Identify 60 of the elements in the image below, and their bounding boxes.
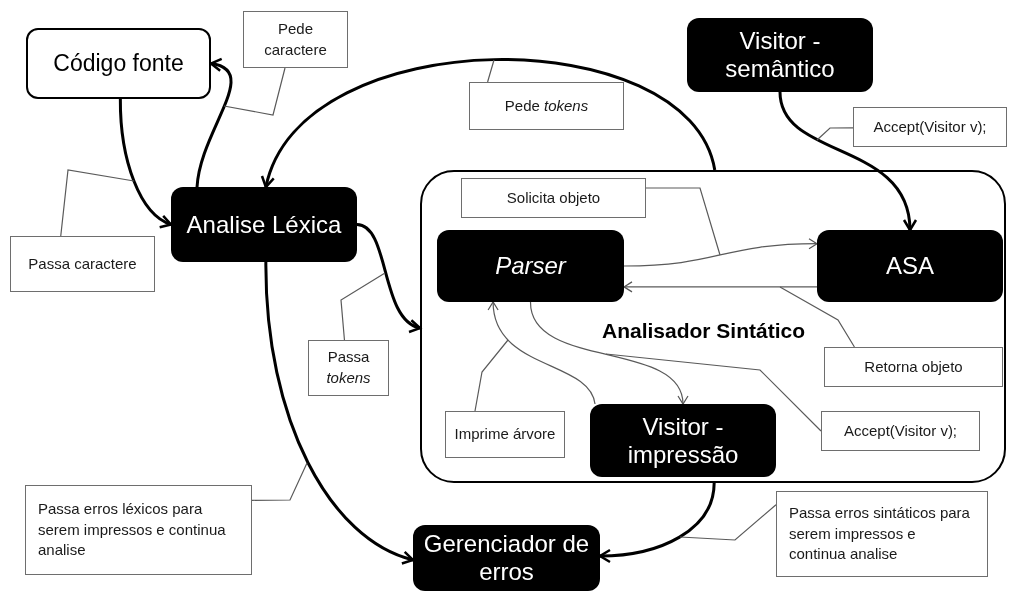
arrow: [598, 482, 716, 563]
callout-text: Passa erros léxicos para serem impressos e continua analise: [38, 499, 227, 561]
leader-line: [679, 504, 777, 541]
callout-text: Imprime árvore: [454, 424, 556, 445]
callout-box: [853, 107, 1007, 147]
leader-line: [60, 169, 135, 237]
callout-box: [776, 491, 988, 577]
group-title: Analisador Sintático: [602, 318, 806, 344]
node-label: Visitor - impressão: [626, 412, 740, 469]
callout-box: [445, 411, 565, 458]
leader-line: [474, 339, 509, 412]
leader-line: [487, 59, 495, 83]
callout-text: Retorna objeto: [864, 356, 963, 377]
callout-box: [10, 236, 155, 292]
arrow: [623, 281, 818, 293]
callout-box: [824, 347, 1003, 387]
arrow: [356, 223, 422, 332]
callout-text: Pede tokens: [504, 95, 589, 116]
callout-text: Accept(Visitor v);: [873, 116, 987, 137]
source-box: [26, 28, 211, 99]
group-frame: [420, 170, 1006, 483]
arrow: [262, 58, 717, 189]
leader-line: [223, 67, 286, 116]
callout-box: [243, 11, 348, 68]
node-label: Parser: [495, 252, 566, 280]
process-box: [437, 230, 624, 302]
callout-box: [25, 485, 252, 575]
leader-line: [779, 286, 856, 348]
arrow: [264, 261, 415, 564]
leader-line: [816, 127, 854, 141]
node-label: Analise Léxica: [186, 210, 342, 239]
arrow: [778, 91, 916, 232]
node-label: Gerenciador de erros: [422, 530, 591, 586]
callout-text: Solicita objeto: [506, 187, 601, 208]
leader-line: [605, 353, 822, 432]
leader-line: [340, 272, 386, 341]
process-box: [413, 525, 600, 591]
arrow: [195, 58, 233, 188]
process-box: [171, 187, 357, 262]
callout-box: [821, 411, 980, 451]
callout-box: [469, 82, 624, 130]
process-box: [817, 230, 1003, 302]
leader-line: [645, 187, 721, 256]
callout-text: Passa caractere: [28, 253, 137, 274]
node-label: Código fonte: [53, 49, 184, 78]
node-label: Visitor - semântico: [724, 27, 836, 83]
arrow: [118, 98, 173, 228]
arrow: [623, 238, 818, 267]
arrow: [488, 301, 596, 405]
callout-text: Passa erros sintáticos para serem impressos e continua analise: [789, 503, 971, 565]
leader-line: [251, 462, 308, 501]
callout-text: Pede caractere: [263, 18, 328, 60]
process-box: [687, 18, 873, 92]
callout-box: [308, 340, 389, 396]
process-box: [590, 404, 776, 477]
callout-text: Passa tokens: [325, 347, 372, 388]
callout-text: Accept(Visitor v);: [843, 420, 958, 441]
arrow: [529, 301, 687, 405]
node-label: ASA: [886, 252, 934, 280]
callout-box: [461, 178, 646, 218]
